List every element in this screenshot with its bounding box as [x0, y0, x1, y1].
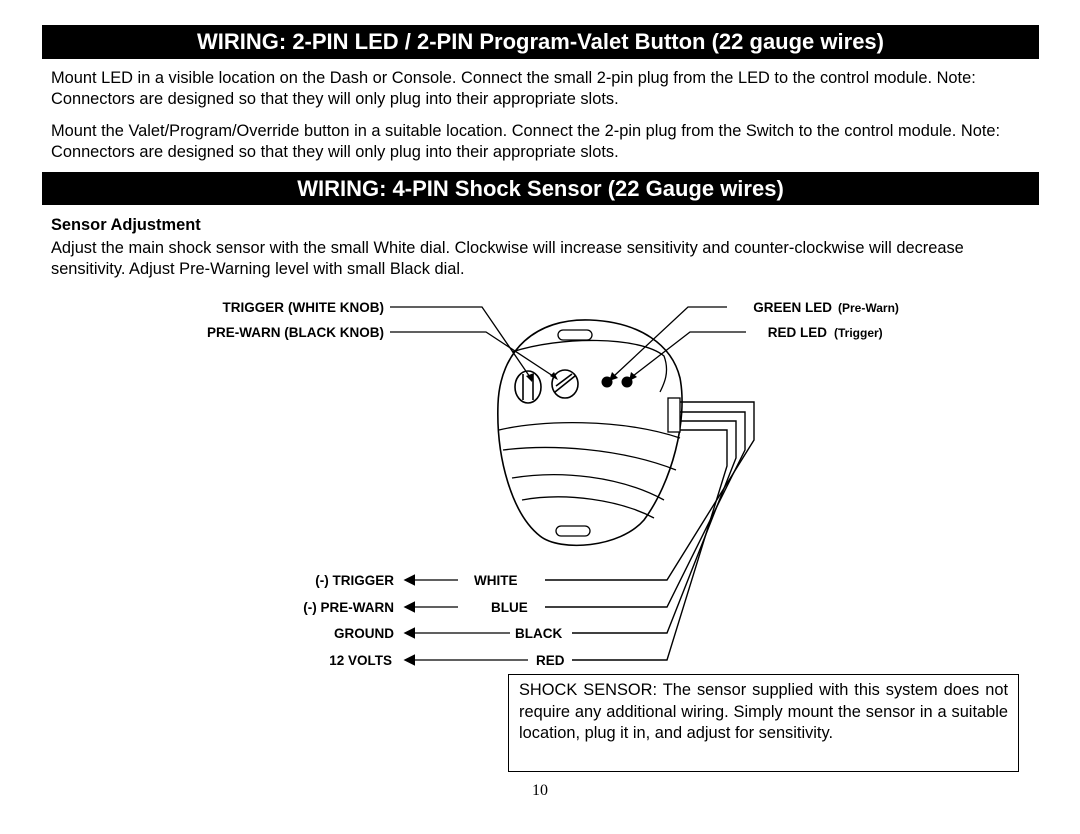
- section-title-shock-sensor: WIRING: 4-PIN Shock Sensor (22 Gauge wir…: [42, 172, 1039, 205]
- wire-row-trigger: (-) TRIGGER WHITE: [315, 573, 517, 588]
- sensor-adjustment-text: Adjust the main shock sensor with the sm…: [51, 239, 964, 278]
- shock-sensor-body: [497, 319, 683, 547]
- wire-function-12volts: 12 VOLTS: [329, 653, 392, 668]
- sensor-connector: [667, 397, 681, 433]
- green-led-label: GREEN LED: [753, 300, 832, 315]
- wire-color-blue: BLUE: [491, 600, 528, 615]
- red-led-note: (Trigger): [834, 326, 883, 340]
- wire-color-black: BLACK: [515, 626, 562, 641]
- trigger-knob: [514, 370, 542, 404]
- trigger-knob-label: TRIGGER(WHITE KNOB): [223, 300, 385, 315]
- led-mount-instructions: Mount LED in a visible location on the D…: [51, 69, 976, 108]
- page-number: 10: [532, 782, 548, 799]
- section-title-led-button: WIRING: 2-PIN LED / 2-PIN Program-Valet …: [42, 25, 1039, 59]
- prewarn-knob-label: PRE-WARN (BLACK KNOB): [207, 325, 384, 340]
- wire-function-prewarn: (-) PRE-WARN: [303, 600, 394, 615]
- wire-function-trigger: (-) TRIGGER: [315, 573, 394, 588]
- prewarn-knob: [551, 369, 579, 399]
- wire-row-prewarn: (-) PRE-WARN BLUE: [303, 600, 528, 615]
- valet-button-instructions: Mount the Valet/Program/Override button …: [51, 122, 1001, 161]
- shock-sensor-note: SHOCK SENSOR: The sensor supplied with t…: [508, 674, 1019, 772]
- sensor-adjustment-heading: Sensor Adjustment: [51, 216, 201, 234]
- wire-row-12volts: 12 VOLTS RED: [329, 653, 565, 668]
- wire-function-ground: GROUND: [334, 626, 394, 641]
- wire-harness: [545, 401, 755, 661]
- mount-slot-bottom: [555, 525, 591, 537]
- mount-slot-top: [557, 329, 593, 341]
- wire-color-red: RED: [536, 653, 565, 668]
- green-led-note: (Pre-Warn): [838, 301, 899, 315]
- wire-color-white: WHITE: [474, 573, 518, 588]
- wire-row-ground: GROUND BLACK: [334, 626, 562, 641]
- red-led-label: RED LED: [768, 325, 828, 340]
